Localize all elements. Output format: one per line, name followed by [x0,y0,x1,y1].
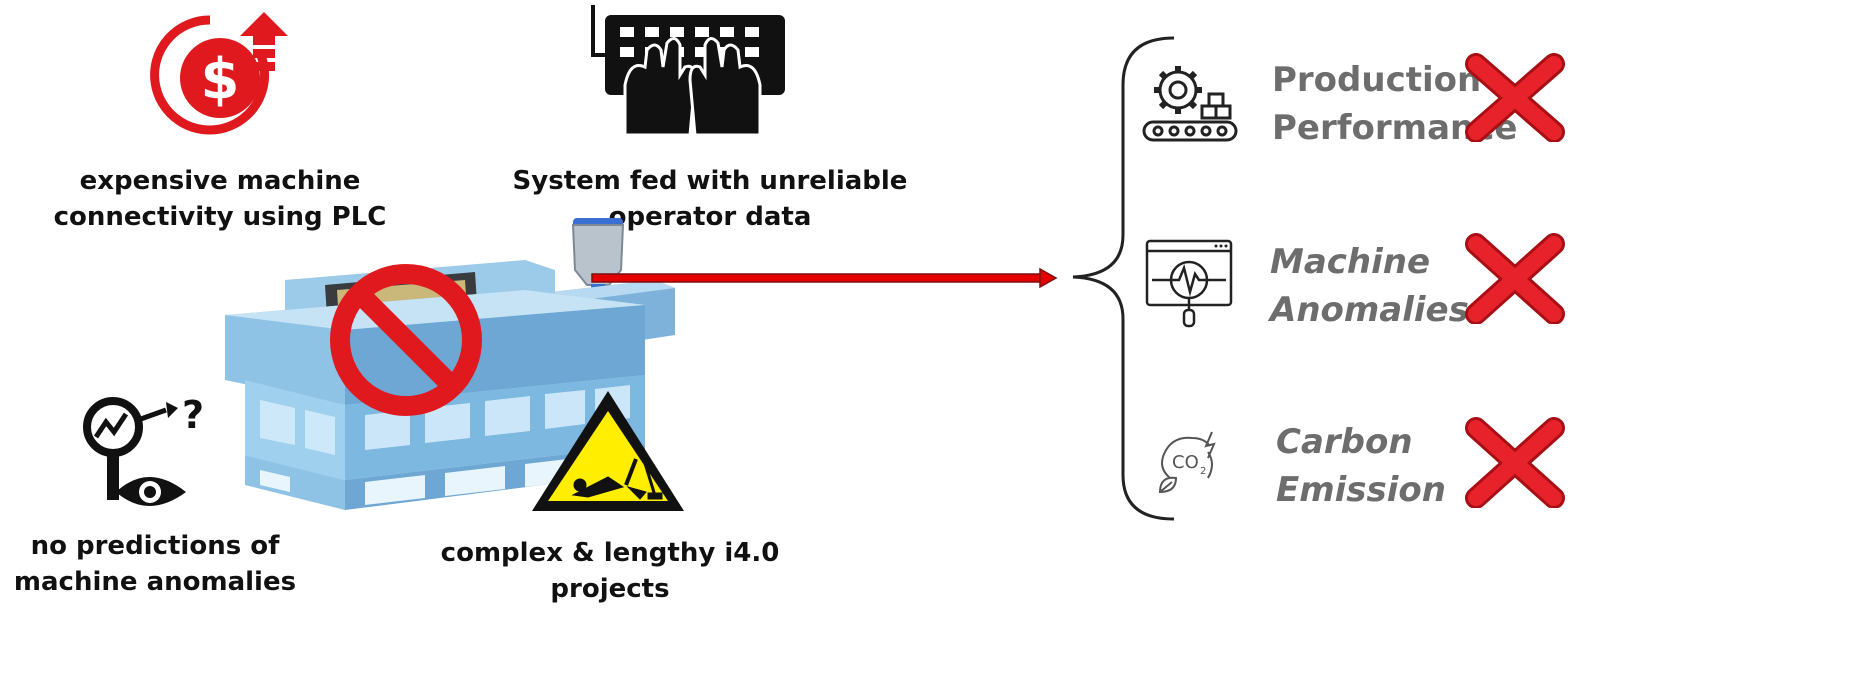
monitor-pulse-icon [1144,238,1234,330]
outcome-label-carbon: Carbon Emission [1276,422,1446,510]
svg-text:$: $ [201,47,240,112]
cross-icon [1462,416,1568,508]
svg-text:2: 2 [1200,466,1206,477]
keyboard-hands-icon [585,5,800,135]
dollar-up-icon: $ [150,8,300,138]
magnifier-graph-eye-icon: ? [78,392,208,512]
cross-icon [1462,52,1568,142]
problem-label-operator-data: System fed with unreliable operator data [512,166,908,232]
flow-arrow [590,268,1060,288]
gear-conveyor-icon [1140,58,1240,148]
co2-leaf-icon: CO 2 [1150,428,1230,498]
outcome-label-anomalies: Machine Anomalies [1270,242,1469,330]
svg-text:?: ? [182,393,204,437]
warning-triangle-icon [528,387,688,515]
curly-brace [1068,35,1178,525]
problem-label-predictions: no predictions of machine anomalies [13,531,297,597]
problem-label-projects: complex & lengthy i4.0 projects [440,538,780,604]
prohibited-icon [328,262,484,418]
cross-icon [1462,232,1568,324]
svg-text:CO: CO [1172,452,1199,473]
problem-label-connectivity: expensive machine connectivity using PLC [53,166,387,232]
